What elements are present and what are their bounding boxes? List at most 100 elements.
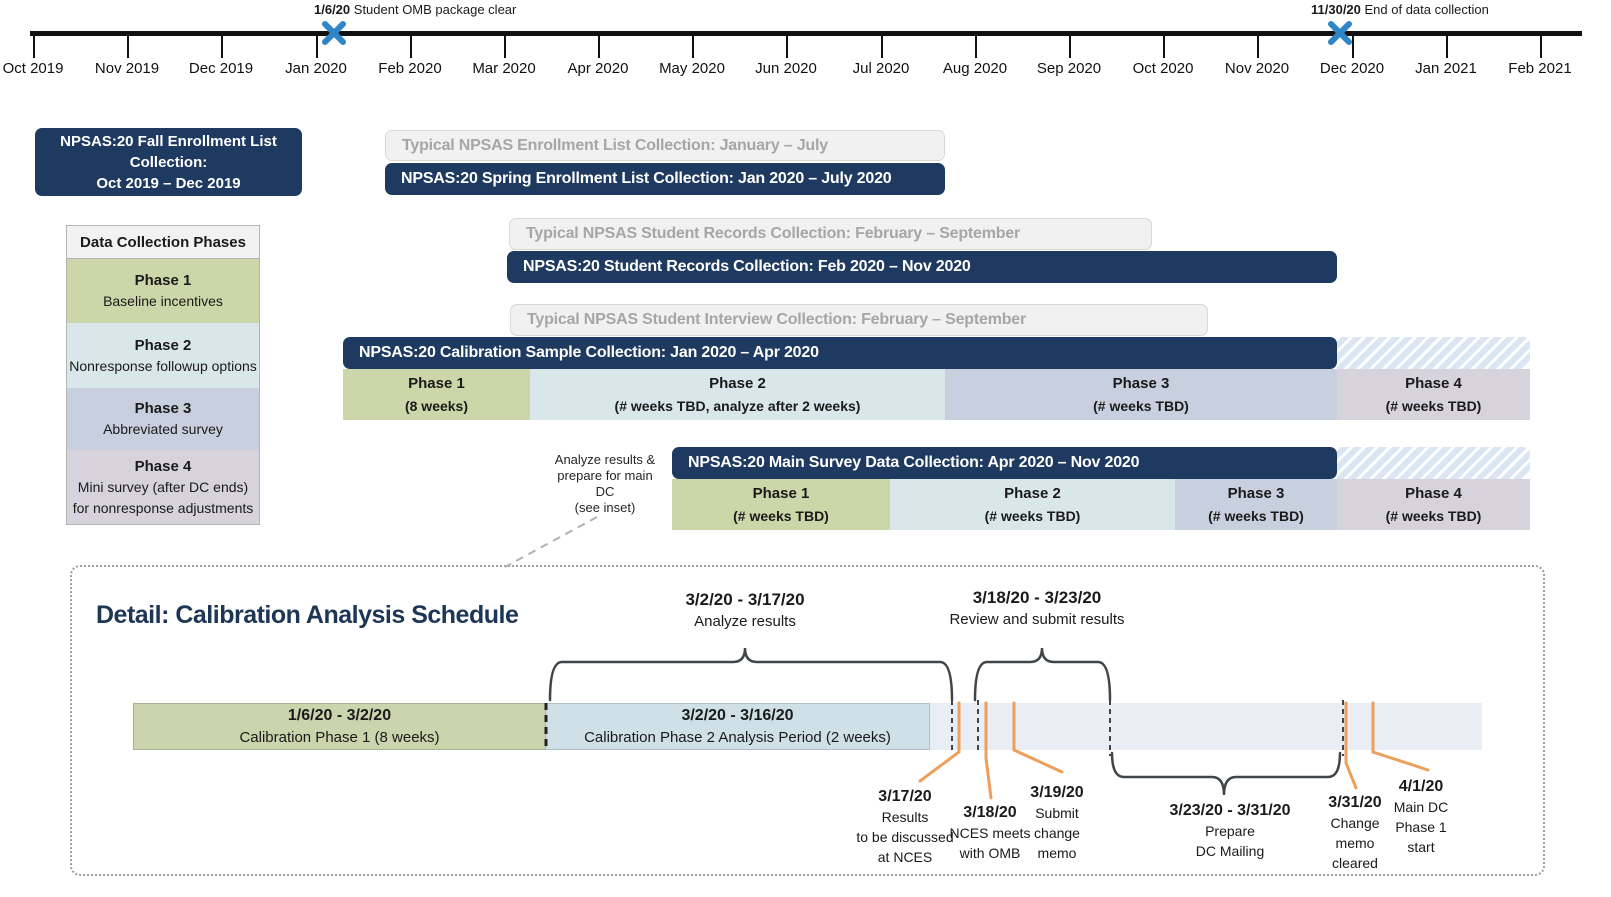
callout-date: 3/23/20 - 3/31/20 bbox=[1169, 802, 1291, 819]
fall-enrollment-line2: Collection: bbox=[129, 153, 208, 171]
callout-date: 3/18/20 bbox=[963, 804, 1017, 821]
legend-title: Data Collection Phases bbox=[67, 226, 259, 259]
phase-name: Phase 3 bbox=[1112, 374, 1170, 392]
month-label: Oct 2019 bbox=[2, 60, 64, 77]
detail-bar-date: 1/6/20 - 3/2/20 bbox=[287, 706, 392, 724]
phase-legend: Data Collection Phases Phase 1 Baseline … bbox=[66, 225, 260, 525]
phase-detail: (8 weeks) bbox=[404, 397, 469, 414]
timeline-axis bbox=[30, 31, 1582, 36]
detail-remaining-strip bbox=[930, 703, 1482, 750]
month-label: Nov 2019 bbox=[94, 60, 160, 77]
timeline-tick bbox=[975, 36, 977, 58]
phase-name: Phase 2 bbox=[1004, 484, 1061, 502]
callout-line: Results bbox=[881, 809, 929, 825]
fall-enrollment-box: NPSAS:20 Fall Enrollment List Collection… bbox=[35, 128, 302, 196]
callout-line: to be discussed bbox=[856, 829, 954, 845]
timeline-tick bbox=[410, 36, 412, 58]
legend-phase-desc: Mini survey (after DC ends) bbox=[77, 478, 249, 495]
milestone-note-end-dc: 11/30/20 End of data collection bbox=[1311, 2, 1489, 17]
calibration-phase1-cell: Phase 1 (8 weeks) bbox=[343, 369, 530, 420]
milestone-date: 1/6/20 bbox=[314, 2, 351, 17]
calibration-phase2-cell: Phase 2 (# weeks TBD, analyze after 2 we… bbox=[530, 369, 945, 420]
timeline-tick bbox=[1540, 36, 1542, 58]
detail-phase1-bar: 1/6/20 - 3/2/20 Calibration Phase 1 (8 w… bbox=[133, 703, 546, 750]
callout-line: Prepare bbox=[1205, 823, 1255, 839]
analyze-note-line: Analyze results & bbox=[554, 452, 656, 467]
callout-prepare-mailing: 3/23/20 - 3/31/20 Prepare DC Mailing bbox=[1140, 800, 1320, 861]
callout-date: 3/17/20 bbox=[878, 788, 932, 805]
phase-detail: (# weeks TBD) bbox=[1385, 397, 1482, 414]
callout-line: start bbox=[1407, 839, 1435, 855]
inset-connector-line bbox=[504, 516, 598, 568]
brace-date: 3/2/20 - 3/17/20 bbox=[685, 590, 805, 609]
timeline-tick bbox=[316, 36, 318, 58]
milestone-note-omb-clear: 1/6/20 Student OMB package clear bbox=[314, 2, 516, 17]
analyze-note-line: prepare for main bbox=[557, 468, 653, 483]
callout-date: 3/19/20 bbox=[1030, 784, 1084, 801]
typical-interview-bar: Typical NPSAS Student Interview Collecti… bbox=[510, 304, 1208, 336]
timeline-tick bbox=[786, 36, 788, 58]
month-label: Nov 2020 bbox=[1224, 60, 1290, 77]
timeline-tick bbox=[221, 36, 223, 58]
calibration-hatched-extension bbox=[1337, 337, 1530, 369]
callout-line: Main DC bbox=[1393, 799, 1449, 815]
timeline-tick bbox=[127, 36, 129, 58]
brace-date: 3/18/20 - 3/23/20 bbox=[972, 588, 1102, 607]
analyze-note: Analyze results & prepare for main DC (s… bbox=[538, 452, 672, 516]
callout-line: Phase 1 bbox=[1395, 819, 1447, 835]
legend-phase-name: Phase 1 bbox=[134, 272, 192, 289]
phase-name: Phase 3 bbox=[1227, 484, 1285, 502]
brace-text: Review and submit results bbox=[949, 611, 1125, 628]
brace-text: Analyze results bbox=[694, 613, 796, 630]
timeline-tick bbox=[1163, 36, 1165, 58]
month-label: Jan 2021 bbox=[1415, 60, 1477, 77]
month-label: Oct 2020 bbox=[1132, 60, 1194, 77]
phase-name: Phase 1 bbox=[752, 484, 810, 502]
phase-detail: (# weeks TBD) bbox=[733, 507, 829, 524]
timeline-tick bbox=[692, 36, 694, 58]
detail-bar-label: Calibration Phase 2 Analysis Period (2 w… bbox=[584, 728, 891, 746]
brace-label-analyze: 3/2/20 - 3/17/20 Analyze results bbox=[645, 590, 845, 630]
callout-nces-omb: 3/18/20 NCES meets with OMB bbox=[938, 802, 1042, 863]
detail-inset-title: Detail: Calibration Analysis Schedule bbox=[96, 601, 519, 629]
calibration-phase3-cell: Phase 3 (# weeks TBD) bbox=[945, 369, 1337, 420]
callout-main-dc-start: 4/1/20 Main DC Phase 1 start bbox=[1378, 776, 1464, 857]
callout-line: Submit bbox=[1035, 805, 1079, 821]
detail-phase2-bar: 3/2/20 - 3/16/20 Calibration Phase 2 Ana… bbox=[546, 703, 930, 750]
month-label: Jan 2020 bbox=[285, 60, 347, 77]
main-survey-hatched-extension bbox=[1337, 447, 1530, 479]
milestone-date: 11/30/20 bbox=[1311, 2, 1361, 17]
detail-inset-panel bbox=[70, 565, 1545, 876]
main-phase1-cell: Phase 1 (# weeks TBD) bbox=[672, 479, 890, 530]
typical-records-bar: Typical NPSAS Student Records Collection… bbox=[509, 218, 1152, 250]
month-label: Jul 2020 bbox=[852, 60, 910, 77]
phase-name: Phase 1 bbox=[408, 374, 465, 392]
legend-phase2: Phase 2 Nonresponse followup options bbox=[67, 323, 259, 388]
analyze-note-line: (see inset) bbox=[574, 500, 636, 515]
legend-phase-desc: Nonresponse followup options bbox=[69, 357, 257, 374]
phase-name: Phase 4 bbox=[1405, 374, 1462, 392]
callout-date: 3/31/20 bbox=[1328, 794, 1382, 811]
timeline-tick bbox=[1352, 36, 1354, 58]
legend-phase-desc: for nonresponse adjustments bbox=[72, 499, 254, 516]
records-bar: NPSAS:20 Student Records Collection: Feb… bbox=[507, 251, 1337, 283]
timeline-tick bbox=[1446, 36, 1448, 58]
detail-bar-date: 3/2/20 - 3/16/20 bbox=[681, 706, 794, 724]
callout-line: memo bbox=[1037, 845, 1077, 861]
month-label: Sep 2020 bbox=[1036, 60, 1102, 77]
brace-label-review: 3/18/20 - 3/23/20 Review and submit resu… bbox=[917, 588, 1157, 628]
callout-line: Change bbox=[1330, 815, 1380, 831]
callout-results-nces: 3/17/20 Results to be discussed at NCES bbox=[843, 786, 967, 867]
legend-phase1: Phase 1 Baseline incentives bbox=[67, 259, 259, 323]
phase-detail: (# weeks TBD) bbox=[1093, 397, 1189, 414]
month-label: Dec 2019 bbox=[188, 60, 254, 77]
legend-phase-name: Phase 4 bbox=[134, 457, 192, 475]
main-phase2-cell: Phase 2 (# weeks TBD) bbox=[890, 479, 1175, 530]
detail-bar-label: Calibration Phase 1 (8 weeks) bbox=[239, 728, 440, 746]
phase-detail: (# weeks TBD) bbox=[984, 507, 1081, 524]
main-survey-bar: NPSAS:20 Main Survey Data Collection: Ap… bbox=[672, 447, 1337, 479]
month-label: Feb 2020 bbox=[378, 60, 442, 77]
timeline-tick bbox=[504, 36, 506, 58]
timeline-tick bbox=[33, 36, 35, 58]
